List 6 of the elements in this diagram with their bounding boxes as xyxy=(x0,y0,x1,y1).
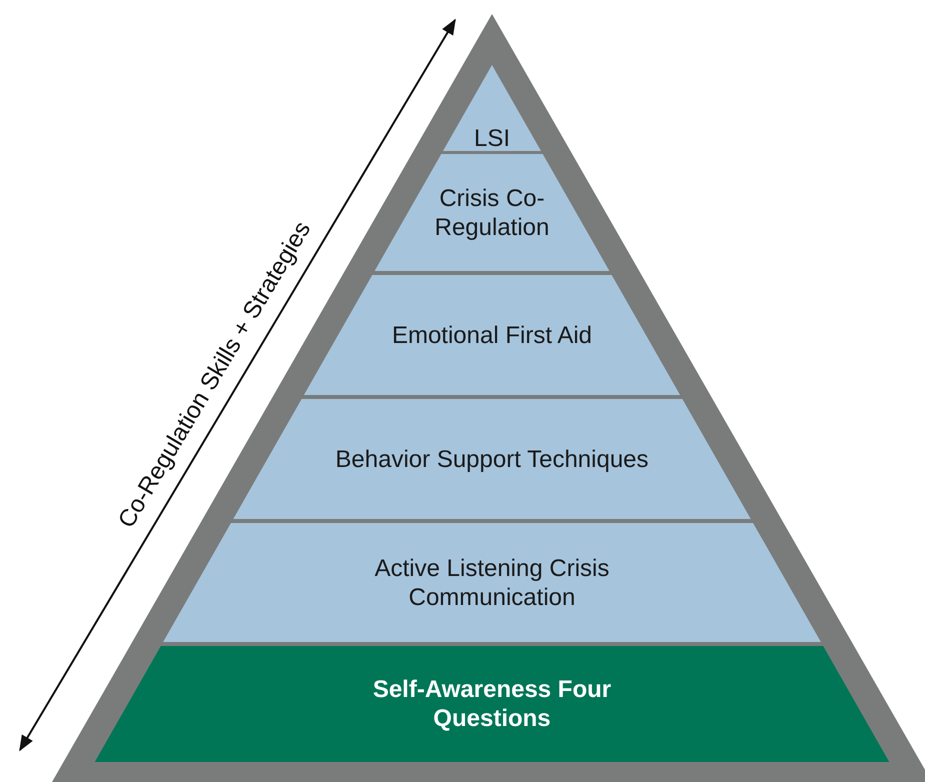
layer-label: Crisis Co-Regulation xyxy=(434,184,550,242)
layer-label: Self-Awareness Four Questions xyxy=(372,675,612,733)
layer-label: LSI xyxy=(472,124,512,152)
layer-label: Active Listening Crisis Communication xyxy=(374,554,610,612)
layer-label: Emotional First Aid xyxy=(390,320,594,350)
layer-label: Behavior Support Techniques xyxy=(334,444,650,474)
